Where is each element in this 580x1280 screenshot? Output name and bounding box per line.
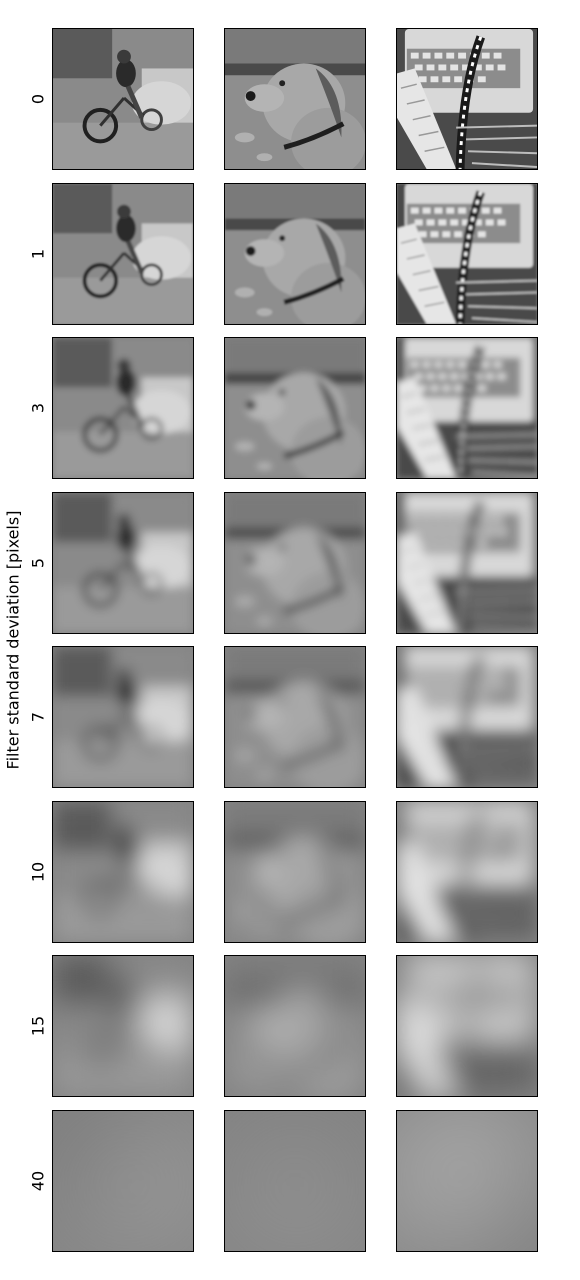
blurred-image-golden-retriever-dog-on-beach [224,1109,366,1252]
row-label-text: 15 [28,1015,48,1037]
blurred-image-cyclist-on-bike-in-muddy-water [52,1109,194,1252]
blurred-image-typewriter-and-keyboard-with-feather [396,646,538,788]
blurred-image-typewriter-and-keyboard-with-feather [396,491,538,634]
blurred-image-typewriter-and-keyboard-with-feather [396,800,538,943]
blurred-image-golden-retriever-dog-on-beach [224,182,366,325]
row-label-text: 40 [28,1170,48,1191]
blurred-image-golden-retriever-dog-on-beach [224,646,366,788]
blurred-image-golden-retriever-dog-on-beach [224,28,366,170]
blurred-image-typewriter-and-keyboard-with-feather [396,955,538,1097]
row-label-text: 7 [28,711,48,723]
blurred-image-typewriter-and-keyboard-with-feather [396,1109,538,1252]
blurred-image-cyclist-on-bike-in-muddy-water [52,491,194,634]
row-label: 7 [29,712,48,722]
row-label: 3 [29,403,48,413]
blurred-image-golden-retriever-dog-on-beach [224,491,366,634]
y-axis-label-container: Filter standard deviation [pixels] [2,0,24,1280]
y-axis-label: Filter standard deviation [pixels] [3,510,23,770]
row-label-text: 1 [28,248,48,259]
row-label: 0 [29,94,48,104]
blurred-image-cyclist-on-bike-in-muddy-water [52,28,194,170]
row-label-text: 10 [28,861,48,882]
blurred-image-golden-retriever-dog-on-beach [224,800,366,943]
blurred-image-cyclist-on-bike-in-muddy-water [52,955,194,1097]
row-label-text: 5 [28,557,48,568]
blurred-image-cyclist-on-bike-in-muddy-water [52,800,194,943]
blurred-image-cyclist-on-bike-in-muddy-water [52,646,194,788]
blurred-image-typewriter-and-keyboard-with-feather [396,28,538,170]
row-label: 40 [29,1170,48,1190]
blurred-image-typewriter-and-keyboard-with-feather [396,337,538,479]
row-label: 15 [29,1016,48,1036]
blurred-image-cyclist-on-bike-in-muddy-water [52,337,194,479]
row-label-text: 0 [28,93,48,105]
blurred-image-golden-retriever-dog-on-beach [224,337,366,479]
blurred-image-typewriter-and-keyboard-with-feather [396,182,538,325]
blurred-image-golden-retriever-dog-on-beach [224,955,366,1097]
blurred-image-cyclist-on-bike-in-muddy-water [52,182,194,325]
row-label: 5 [29,557,48,567]
row-label-text: 3 [28,402,48,414]
row-label: 10 [29,861,48,881]
row-label: 1 [29,248,48,258]
